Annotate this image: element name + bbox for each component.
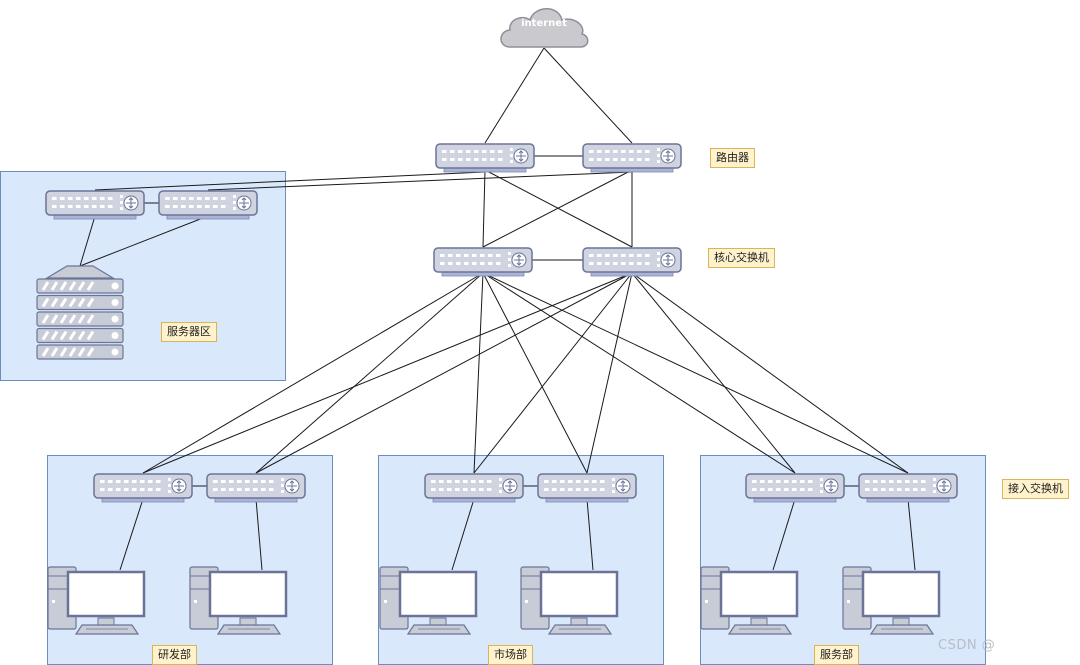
access-switch-1[interactable] bbox=[93, 473, 193, 503]
access-switch-2[interactable] bbox=[206, 473, 306, 503]
pc-2-computer-icon[interactable] bbox=[189, 566, 288, 635]
pc-1-computer-icon[interactable] bbox=[47, 566, 146, 635]
link-core-switch-1-access-switch-3 bbox=[473, 272, 484, 474]
link-internet-router-1 bbox=[484, 47, 545, 144]
link-access-switch-4-pc-4 bbox=[586, 498, 594, 571]
access-switch-4[interactable] bbox=[537, 473, 637, 503]
link-core-switch-1-access-switch-5 bbox=[482, 272, 796, 474]
routers-tag: 路由器 bbox=[710, 148, 755, 168]
pc-6-computer-icon[interactable] bbox=[842, 566, 941, 635]
core-switch-1[interactable] bbox=[433, 247, 533, 277]
watermark: CSDN @ bbox=[938, 638, 996, 653]
server-rack-icon[interactable] bbox=[36, 265, 124, 360]
port-arrows-icon bbox=[936, 478, 952, 494]
port-arrows-icon bbox=[513, 148, 529, 164]
link-access-switch-3-pc-3 bbox=[451, 498, 475, 571]
link-core-switch-2-access-switch-3 bbox=[473, 272, 633, 474]
access-switches-tag: 接入交换机 bbox=[1002, 479, 1069, 499]
router-2[interactable] bbox=[582, 143, 682, 173]
port-arrows-icon bbox=[615, 478, 631, 494]
link-router-2-core-switch-1 bbox=[482, 169, 633, 248]
link-access-switch-2-pc-2 bbox=[255, 498, 263, 571]
link-core-switch-1-access-switch-2 bbox=[255, 272, 484, 474]
service-dept-tag: 服务部 bbox=[814, 645, 859, 665]
server-zone-tag: 服务器区 bbox=[161, 322, 217, 342]
port-arrows-icon bbox=[502, 478, 518, 494]
link-core-switch-2-access-switch-2 bbox=[255, 272, 633, 474]
server-switch-2[interactable] bbox=[158, 190, 258, 220]
access-switch-5[interactable] bbox=[745, 473, 845, 503]
core-switch-2[interactable] bbox=[582, 247, 682, 277]
port-arrows-icon bbox=[123, 195, 139, 211]
access-switch-3[interactable] bbox=[424, 473, 524, 503]
link-internet-router-2 bbox=[543, 47, 633, 144]
link-core-switch-1-access-switch-1 bbox=[142, 272, 484, 474]
link-core-switch-2-access-switch-4 bbox=[586, 272, 633, 474]
pc-3-computer-icon[interactable] bbox=[379, 566, 478, 635]
access-switch-6[interactable] bbox=[858, 473, 958, 503]
internet-label: internet bbox=[521, 18, 567, 29]
link-router-1-core-switch-1 bbox=[482, 169, 486, 248]
link-router-2-server-switch-2 bbox=[207, 171, 633, 191]
port-arrows-icon bbox=[284, 478, 300, 494]
pc-5-computer-icon[interactable] bbox=[700, 566, 799, 635]
port-arrows-icon bbox=[236, 195, 252, 211]
port-arrows-icon bbox=[171, 478, 187, 494]
link-server-switch-1-server-rack bbox=[79, 215, 96, 267]
marketing-dept-tag: 市场部 bbox=[488, 645, 533, 665]
router-1[interactable] bbox=[435, 143, 535, 173]
port-arrows-icon bbox=[660, 148, 676, 164]
port-arrows-icon bbox=[823, 478, 839, 494]
link-core-switch-2-access-switch-6 bbox=[631, 272, 909, 474]
link-core-switch-1-access-switch-6 bbox=[482, 272, 909, 474]
link-access-switch-5-pc-5 bbox=[772, 498, 796, 571]
link-core-switch-1-access-switch-4 bbox=[482, 272, 588, 474]
pc-4-computer-icon[interactable] bbox=[520, 566, 619, 635]
rd-dept-tag: 研发部 bbox=[152, 645, 197, 665]
link-access-switch-6-pc-6 bbox=[907, 498, 916, 571]
server-switch-1[interactable] bbox=[45, 190, 145, 220]
internet-cloud-icon[interactable] bbox=[500, 8, 589, 48]
link-access-switch-1-pc-1 bbox=[119, 498, 144, 571]
link-server-switch-2-server-rack bbox=[79, 215, 209, 267]
port-arrows-icon bbox=[511, 252, 527, 268]
link-router-1-server-switch-1 bbox=[94, 171, 486, 191]
port-arrows-icon bbox=[660, 252, 676, 268]
link-core-switch-2-access-switch-1 bbox=[142, 272, 633, 474]
core-switches-tag: 核心交换机 bbox=[708, 248, 775, 268]
link-core-switch-2-access-switch-5 bbox=[631, 272, 796, 474]
